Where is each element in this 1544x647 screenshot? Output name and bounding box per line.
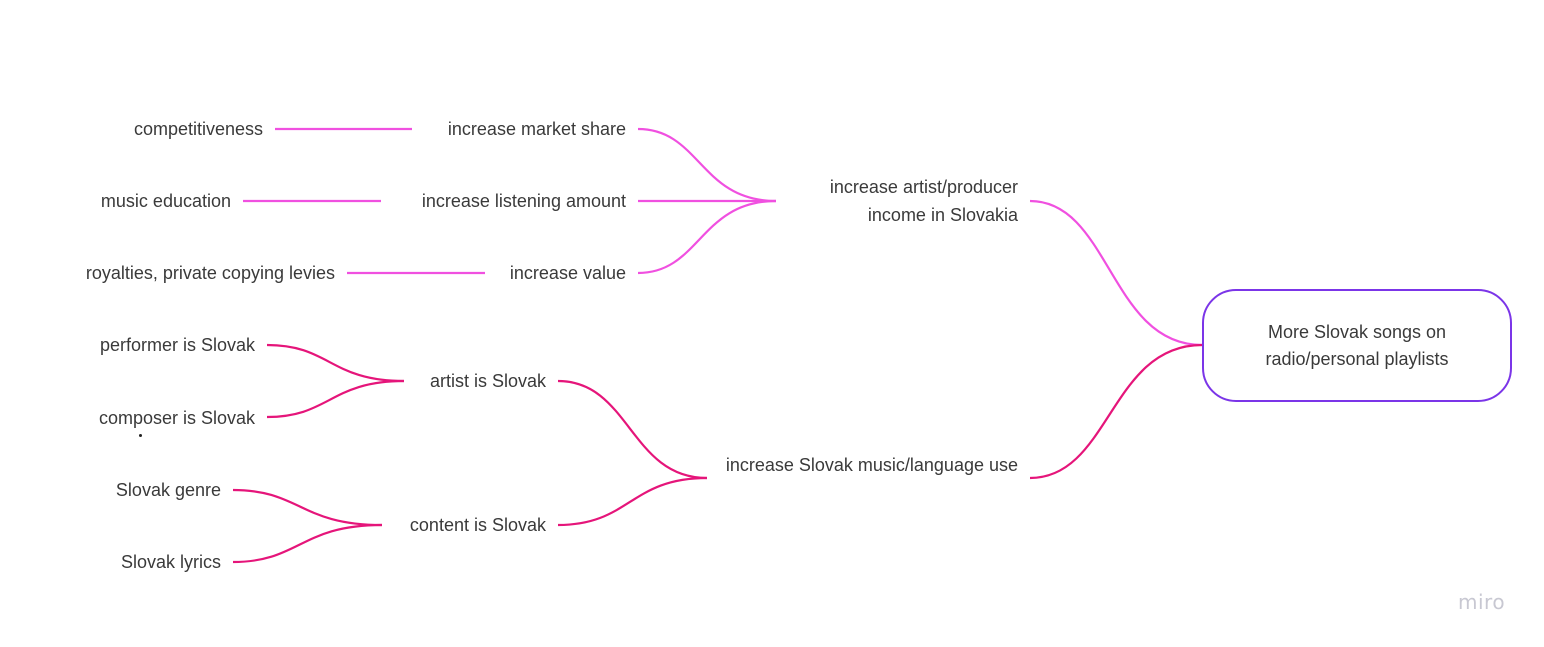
node-content-slovak[interactable]: content is Slovak <box>409 515 546 535</box>
node-performer-slovak[interactable]: performer is Slovak <box>99 335 255 355</box>
stray-dot <box>139 434 142 437</box>
connector-root-income <box>1029 199 1203 347</box>
connector-income-market-share <box>637 127 777 203</box>
miro-watermark: miro <box>1458 590 1506 614</box>
node-artist-slovak[interactable]: artist is Slovak <box>429 371 546 391</box>
node-competitiveness[interactable]: competitiveness <box>133 119 263 139</box>
node-royalties[interactable]: royalties, private copying levies <box>85 263 335 283</box>
connector-income-value <box>637 199 777 275</box>
node-value[interactable]: increase value <box>509 263 626 283</box>
node-income[interactable]: increase artist/producer income in Slova… <box>829 177 1018 225</box>
node-composer-slovak[interactable]: composer is Slovak <box>98 408 255 428</box>
node-slovak-genre[interactable]: Slovak genre <box>115 480 221 500</box>
connector-artist-performer <box>266 343 405 383</box>
connector-content-lyrics <box>232 523 383 564</box>
root-node-label: More Slovak songs on radio/personal play… <box>1265 321 1449 369</box>
node-language-use[interactable]: increase Slovak music/language use <box>725 455 1018 475</box>
root-node[interactable]: More Slovak songs on radio/personal play… <box>1202 289 1512 402</box>
node-slovak-lyrics[interactable]: Slovak lyrics <box>120 552 221 572</box>
connector-root-language <box>1029 343 1203 480</box>
node-market-share[interactable]: increase market share <box>447 119 626 139</box>
connector-language-content <box>557 476 708 527</box>
connector-artist-composer <box>266 379 405 419</box>
node-music-education[interactable]: music education <box>100 191 231 211</box>
connector-content-genre <box>232 488 383 527</box>
connector-language-artist <box>557 379 708 480</box>
node-listening-amount[interactable]: increase listening amount <box>421 191 626 211</box>
